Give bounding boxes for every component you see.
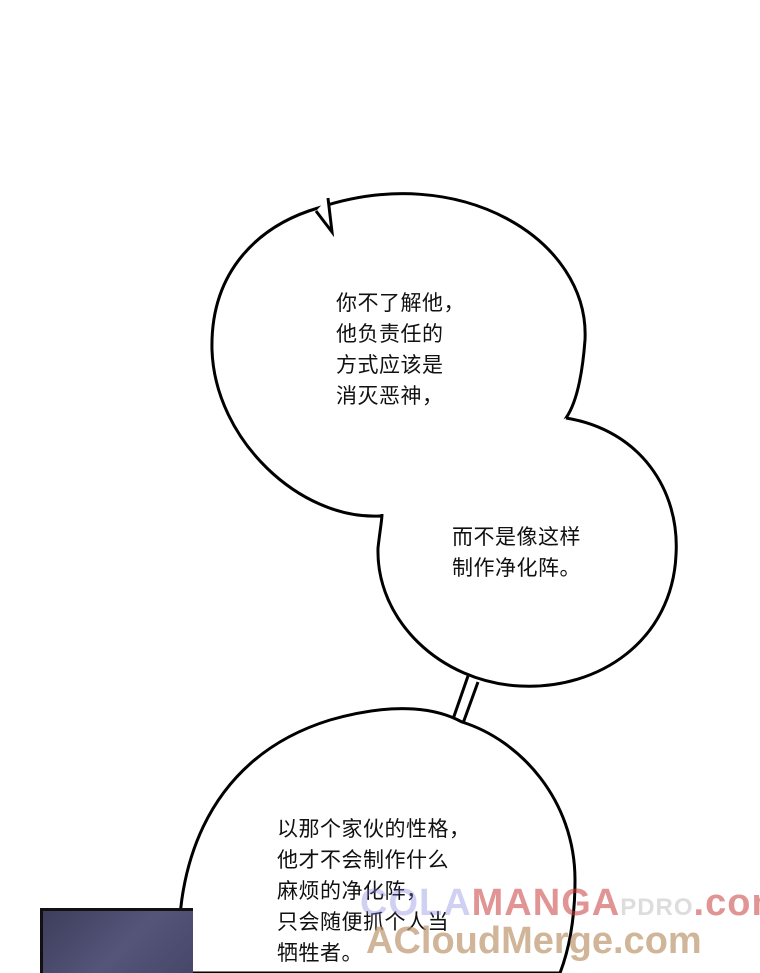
bubble-text-middle: 而不是像这样 制作净化阵。 — [452, 525, 581, 580]
speech-bubble-notch — [314, 197, 335, 238]
speech-bubble-bottom — [177, 707, 577, 973]
speech-bubble-middle — [376, 416, 678, 688]
background-panel-corner — [40, 908, 193, 973]
bubble-text-bottom: 以那个家伙的性格， 他才不会制作什么 麻烦的净化阵， 只会随便抓个人当 牺牲者。 — [277, 817, 471, 965]
bubble-text-top: 你不了解他， 他负责任的 方式应该是 消灭恶神， — [336, 291, 465, 408]
